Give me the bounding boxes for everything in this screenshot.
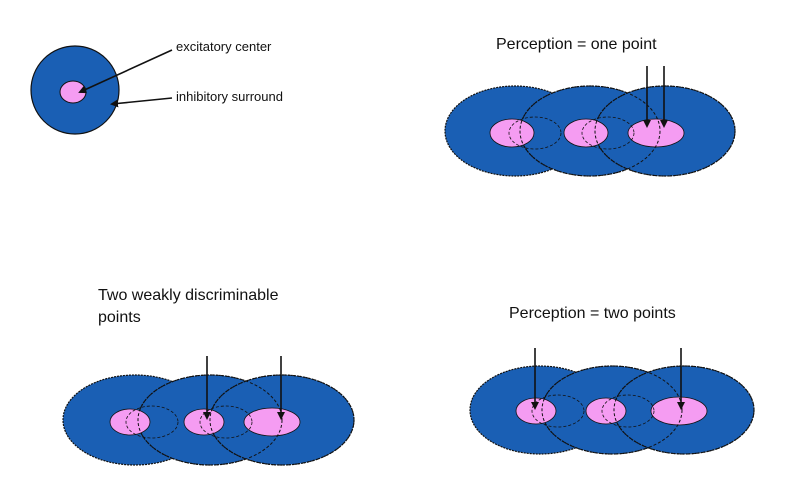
excitatory-center-label: excitatory center: [176, 39, 272, 54]
excitatory-center-disc: [59, 80, 87, 104]
field-1-center-outline: [508, 116, 562, 150]
excitatory-center-pointer: [78, 49, 173, 94]
inhibitory-surround-pointer: [110, 97, 173, 108]
field-2-center-outline: [581, 116, 635, 150]
field-4-center-outline: [125, 405, 179, 439]
field-8-center: [585, 397, 627, 425]
field-2-center: [563, 118, 609, 148]
weakly-discriminable-fields: [62, 356, 355, 466]
inhibitory-surround-label: inhibitory surround: [176, 89, 283, 104]
field-1-center: [489, 118, 535, 148]
field-8-center-outline: [601, 394, 655, 428]
field-6-center: [243, 407, 301, 437]
single-receptive-field: [30, 45, 173, 135]
field-3-outline: [594, 85, 736, 177]
field-7-center-outline: [531, 394, 585, 428]
field-5-center: [183, 408, 225, 436]
one-point-title: Perception = one point: [496, 36, 657, 53]
weakly-discriminable-title-line-1: Two weakly discriminable: [98, 287, 279, 304]
field-9-center: [650, 396, 708, 426]
field-5-outline: [137, 374, 283, 466]
field-4-center: [109, 408, 151, 436]
field-2-outline: [519, 85, 661, 177]
field-6-outline: [209, 374, 355, 466]
field-5-center-outline: [199, 405, 253, 439]
field-9-outline: [613, 365, 755, 455]
two-points-title: Perception = two points: [509, 305, 676, 322]
field-8-outline: [541, 365, 683, 455]
field-3-center: [627, 118, 685, 148]
weakly-discriminable-title-line-2: points: [98, 309, 141, 326]
field-7-center: [515, 397, 557, 425]
two-points-fields: [469, 348, 755, 455]
one-point-fields: [444, 66, 736, 177]
